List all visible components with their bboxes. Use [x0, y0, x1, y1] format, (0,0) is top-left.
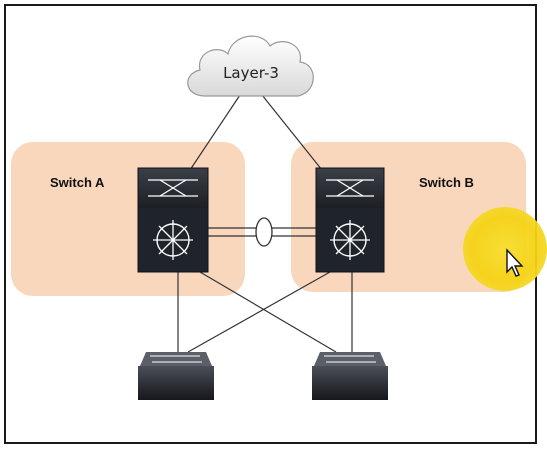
cursor-highlight — [463, 207, 547, 291]
cloud-icon — [187, 35, 314, 97]
multilayer-switch-icon — [137, 167, 209, 273]
cloud-label: Layer-3 — [223, 64, 279, 82]
links — [177, 94, 353, 353]
link-switch-a-access-right — [199, 271, 337, 353]
access-switch-icon — [138, 352, 214, 400]
link-cloud-switch-b — [261, 94, 323, 171]
access-switch-icon — [312, 352, 388, 400]
switch-b-label: Switch B — [419, 175, 474, 190]
link-cloud-switch-a — [189, 94, 241, 171]
link-switch-b-access-left — [187, 271, 331, 353]
etherchannel-ellipse-icon — [255, 217, 273, 247]
multilayer-switch-icon — [315, 167, 385, 273]
switch-a-label: Switch A — [50, 175, 105, 190]
mouse-cursor-icon — [506, 248, 524, 277]
